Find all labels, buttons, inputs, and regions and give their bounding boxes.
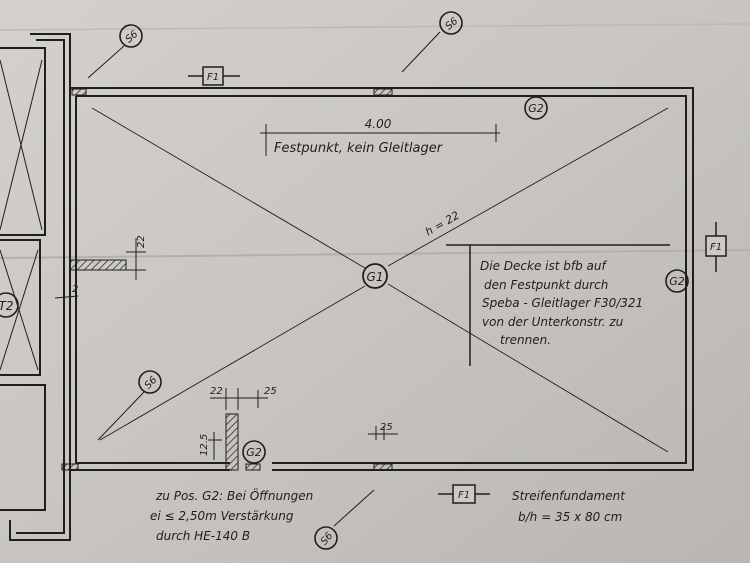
- marker-g2-right: G2: [665, 269, 689, 293]
- svg-text:F1: F1: [207, 72, 219, 83]
- decke-note: Die Decke ist bfb auf den Festpunkt durc…: [480, 259, 643, 347]
- svg-text:G2: G2: [246, 446, 262, 459]
- svg-text:G1: G1: [367, 270, 384, 284]
- svg-text:ei ≤ 2,50m Verstärkung: ei ≤ 2,50m Verstärkung: [150, 509, 294, 523]
- marker-f1-top: F1: [188, 66, 240, 86]
- paper-fold: [0, 23, 750, 31]
- svg-text:Streifenfundament: Streifenfundament: [512, 489, 626, 503]
- post-dimensions: [208, 388, 268, 460]
- bearing-block: [373, 88, 393, 96]
- svg-text:zu Pos. G2: Bei Öffnungen: zu Pos. G2: Bei Öffnungen: [155, 487, 313, 503]
- svg-text:durch HE-140 B: durch HE-140 B: [156, 529, 250, 543]
- bearing-block: [71, 88, 87, 96]
- small-dimension: [368, 426, 398, 440]
- post-member: [225, 413, 239, 471]
- festpunkt-note: Festpunkt, kein Gleitlager: [274, 141, 444, 156]
- svg-text:von der Unterkonstr. zu: von der Unterkonstr. zu: [482, 315, 624, 329]
- left-gap-dimension: 2: [72, 284, 78, 295]
- post-offset-dimension: 25: [264, 386, 277, 397]
- marker-t2-label: T2: [0, 299, 13, 313]
- svg-text:den Festpunkt durch: den Festpunkt durch: [484, 278, 608, 292]
- span-dimension-label: 4.00: [365, 117, 392, 131]
- marker-g2-top: G2: [524, 96, 548, 120]
- marker-g2-bottom: G2: [242, 440, 266, 464]
- bearing-block: [245, 463, 261, 471]
- marker-f1-bottom: F1: [438, 484, 490, 504]
- bearing-block: [61, 463, 79, 471]
- svg-text:Speba - Gleitlager F30/321: Speba - Gleitlager F30/321: [482, 296, 643, 310]
- post-height-dimension: 12.5: [199, 434, 210, 456]
- svg-text:F1: F1: [710, 242, 722, 253]
- marker-f1-right: F1: [705, 222, 727, 272]
- opening-note: zu Pos. G2: Bei Öffnungen ei ≤ 2,50m Ver…: [150, 487, 313, 543]
- svg-text:trennen.: trennen.: [500, 333, 551, 347]
- svg-text:Die Decke ist bfb auf: Die Decke ist bfb auf: [480, 259, 607, 273]
- svg-text:b/h = 35 x 80 cm: b/h = 35 x 80 cm: [518, 510, 622, 524]
- dimension-line: [54, 295, 79, 299]
- svg-text:G2: G2: [528, 102, 544, 115]
- wall-stub-dimension: 22: [136, 235, 147, 248]
- post-width-dimension: 22: [210, 386, 223, 397]
- slab-diagonals: [91, 107, 669, 453]
- bearing-block: [373, 463, 393, 471]
- marker-leaders: [87, 31, 441, 527]
- left-adjacent-structure: [0, 33, 71, 541]
- wall-stub: [69, 259, 127, 271]
- bottom-small-dimension: 25: [380, 422, 393, 433]
- paper-fold: [0, 249, 750, 259]
- svg-text:F1: F1: [458, 490, 470, 501]
- marker-g1: G1: [362, 263, 388, 289]
- marker-t2: [0, 292, 19, 318]
- foundation-note: Streifenfundament b/h = 35 x 80 cm: [512, 489, 626, 524]
- svg-text:G2: G2: [669, 275, 685, 288]
- span-dimension: [260, 124, 500, 156]
